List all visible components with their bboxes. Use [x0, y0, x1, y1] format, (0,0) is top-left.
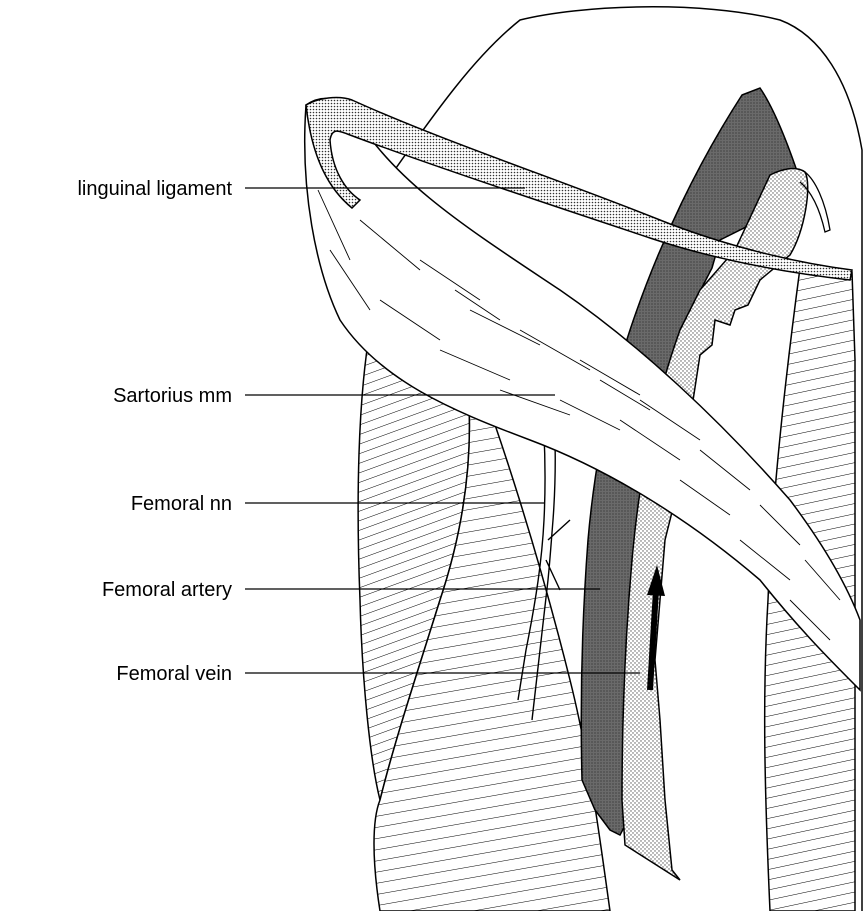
label-sartorius: Sartorius mm — [113, 385, 232, 407]
label-femoral-vein: Femoral vein — [116, 663, 232, 685]
label-femoral-artery: Femoral artery — [102, 579, 232, 601]
label-femoral-nerve: Femoral nn — [131, 493, 232, 515]
label-inguinal-ligament: linguinal ligament — [77, 178, 232, 200]
